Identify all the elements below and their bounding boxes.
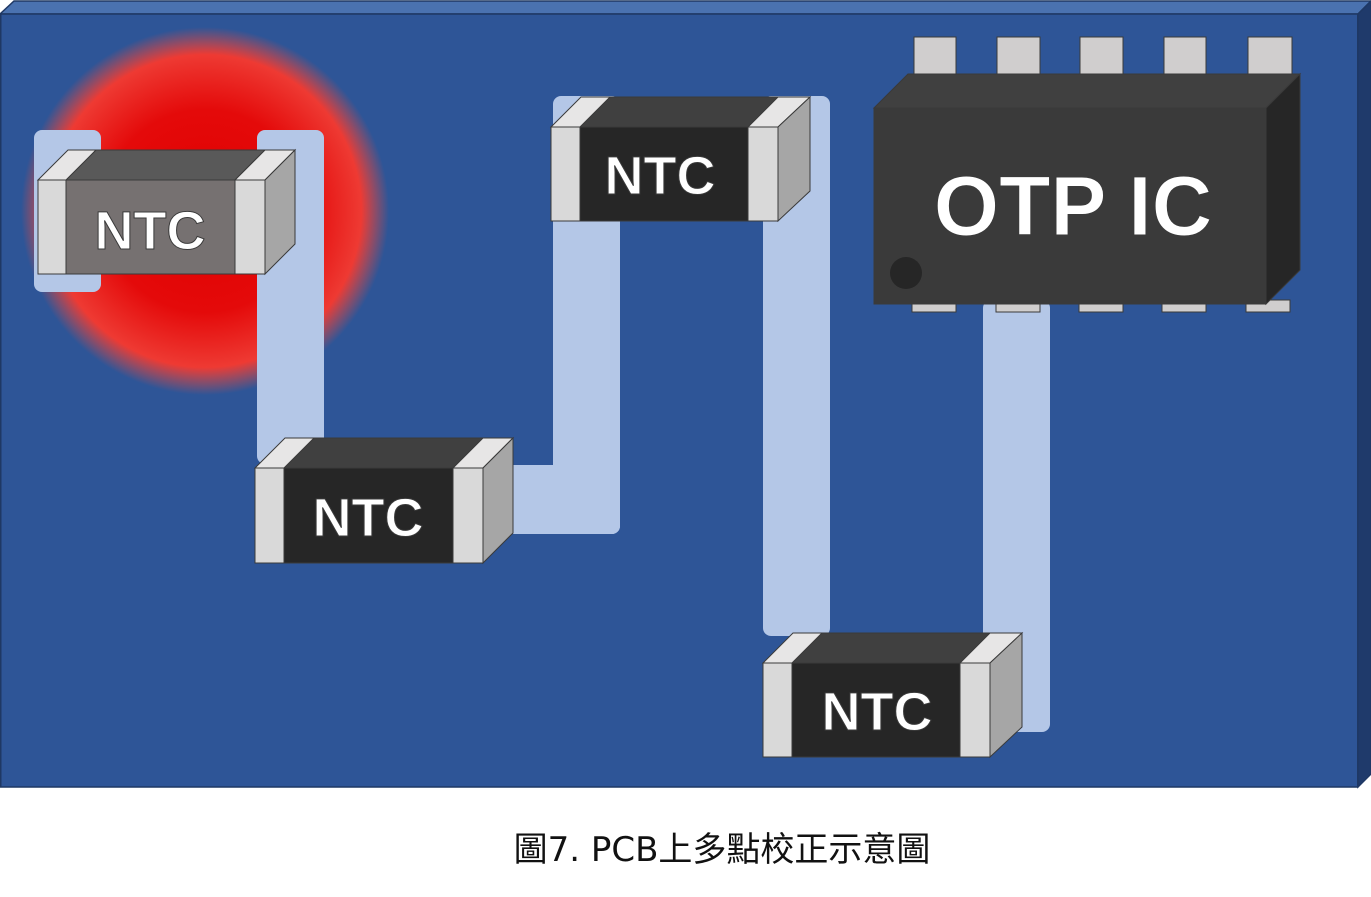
ntc-label: NTC (605, 146, 716, 206)
otp-ic-chip: OTP IC (872, 36, 1302, 313)
ntc-label: NTC (822, 682, 933, 742)
pcb-diagram: NTC NTC NTC (0, 0, 1371, 789)
ntc-resistor-2: NTC (253, 436, 515, 565)
ntc-label: NTC (95, 201, 206, 261)
ntc-resistor-hot: NTC (36, 148, 297, 276)
figure-caption: 圖7. PCB上多點校正示意圖 (513, 830, 931, 870)
pin1-dot-icon (890, 257, 922, 289)
ntc-resistor-3: NTC (549, 95, 812, 223)
ntc-resistor-4: NTC (761, 631, 1024, 759)
ic-label: OTP IC (934, 159, 1213, 253)
ntc-label: NTC (313, 488, 424, 548)
